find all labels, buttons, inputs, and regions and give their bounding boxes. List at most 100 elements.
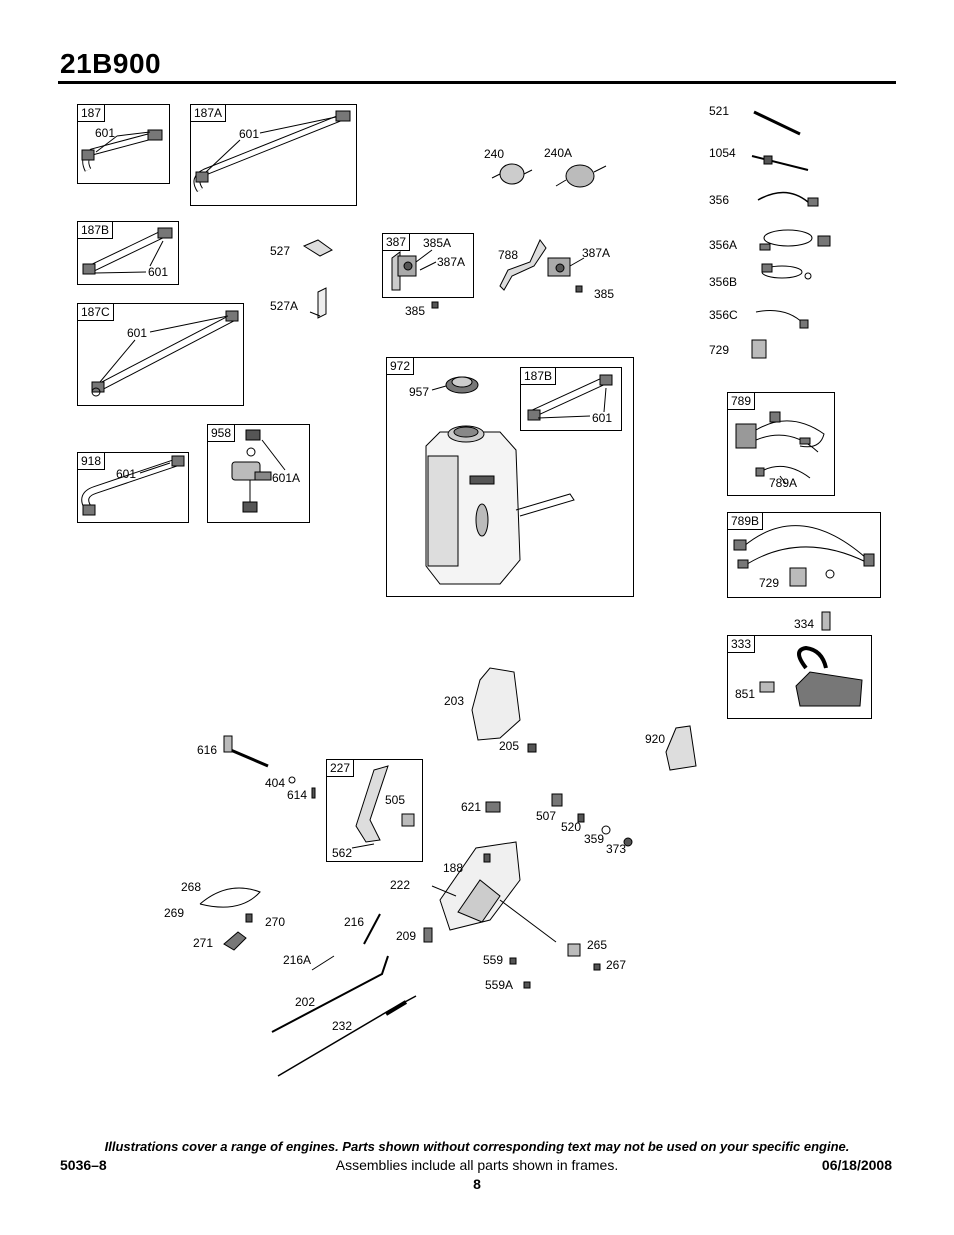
label-387a: 387A	[582, 246, 611, 260]
wire-parts-drawing	[751, 110, 831, 359]
frame-label: 187B	[521, 368, 557, 385]
document-number: 5036–8	[60, 1157, 107, 1173]
hose-187c-drawing	[91, 310, 239, 397]
label-404: 404	[265, 776, 286, 790]
title-divider	[58, 81, 896, 84]
frame-972: 972	[386, 357, 634, 597]
document-date: 06/18/2008	[821, 1157, 892, 1173]
governor-assembly-drawing	[199, 667, 697, 1077]
frame-187a: 187A	[190, 104, 357, 206]
label-562: 562	[332, 846, 353, 860]
label-851: 851	[735, 687, 756, 701]
label-505: 505	[385, 793, 406, 807]
frame-label: 789	[728, 393, 756, 410]
label-601: 601	[95, 126, 116, 140]
ignition-coil-333-drawing	[759, 611, 863, 707]
label-559: 559	[483, 953, 504, 967]
label-621: 621	[461, 800, 482, 814]
label-601: 601	[148, 265, 169, 279]
label-521: 521	[709, 104, 730, 118]
clip-527-drawing	[302, 239, 333, 319]
frame-333: 333	[727, 635, 872, 719]
harness-789-drawing	[735, 411, 825, 485]
footer-disclaimer: Illustrations cover a range of engines. …	[104, 1139, 850, 1154]
label-373: 373	[606, 842, 627, 856]
label-203: 203	[444, 694, 465, 708]
label-222: 222	[390, 878, 411, 892]
label-334: 334	[794, 617, 815, 631]
label-601: 601	[592, 411, 613, 425]
frame-label: 333	[728, 636, 756, 653]
label-729: 729	[759, 576, 780, 590]
label-920: 920	[645, 732, 666, 746]
fuel-filter-240-drawing	[491, 163, 607, 188]
footer-assemblies-note: Assemblies include all parts shown in fr…	[335, 1157, 619, 1173]
label-788: 788	[498, 248, 519, 262]
frame-label: 187C	[78, 304, 114, 321]
label-359: 359	[584, 832, 605, 846]
frame-label: 918	[78, 453, 106, 470]
hose-187a-drawing	[193, 110, 351, 192]
label-240a: 240A	[544, 146, 573, 160]
frame-187b: 187B	[77, 221, 179, 285]
label-268: 268	[181, 880, 202, 894]
label-188: 188	[443, 861, 464, 875]
frame-label: 227	[327, 760, 355, 777]
label-270: 270	[265, 915, 286, 929]
frame-789b: 789B	[727, 512, 881, 598]
label-601: 601	[239, 127, 260, 141]
label-601: 601	[127, 326, 148, 340]
page-title: 21B900	[60, 48, 162, 79]
fuel-tank-972-drawing	[425, 376, 575, 585]
hose-187-drawing	[81, 129, 163, 172]
label-527a: 527A	[270, 299, 299, 313]
label-616: 616	[197, 743, 218, 757]
harness-789b-drawing	[733, 525, 875, 587]
label-387a: 387A	[437, 255, 466, 269]
frame-label: 187A	[191, 105, 227, 122]
label-232: 232	[332, 1019, 353, 1033]
frame-227: 227	[326, 759, 423, 862]
carb-part-387-drawing	[391, 249, 437, 291]
frame-label: 187B	[78, 222, 114, 239]
label-356b: 356B	[709, 275, 738, 289]
label-957: 957	[409, 385, 430, 399]
label-729: 729	[709, 343, 730, 357]
frame-918: 918	[77, 452, 189, 523]
frame-387: 387	[382, 233, 474, 298]
frame-label: 789B	[728, 513, 764, 530]
label-507: 507	[536, 809, 557, 823]
label-271: 271	[193, 936, 214, 950]
label-356: 356	[709, 193, 730, 207]
label-240: 240	[484, 147, 505, 161]
frame-label: 387	[383, 234, 411, 251]
fuel-shutoff-958-drawing	[231, 429, 286, 513]
frame-187c: 187C	[77, 303, 244, 406]
hose-918-drawing	[81, 455, 185, 516]
label-1054: 1054	[709, 146, 736, 160]
label-385: 385	[594, 287, 615, 301]
label-614: 614	[287, 788, 308, 802]
frame-label: 958	[208, 425, 236, 442]
label-267: 267	[606, 958, 627, 972]
label-601: 601	[116, 467, 137, 481]
label-385: 385	[405, 304, 426, 318]
label-209: 209	[396, 929, 417, 943]
bracket-788-drawing	[431, 239, 585, 309]
frame-label: 972	[387, 358, 415, 375]
page-number: 8	[473, 1176, 481, 1192]
hose-187b-drawing	[82, 227, 173, 275]
frame-label: 187	[78, 105, 106, 122]
label-527: 527	[270, 244, 291, 258]
label-269: 269	[164, 906, 185, 920]
label-356a: 356A	[709, 238, 738, 252]
label-216: 216	[344, 915, 365, 929]
frame-789: 789	[727, 392, 835, 496]
label-601a: 601A	[272, 471, 301, 485]
label-265: 265	[587, 938, 608, 952]
label-202: 202	[295, 995, 316, 1009]
label-205: 205	[499, 739, 520, 753]
label-559a: 559A	[485, 978, 514, 992]
label-385a: 385A	[423, 236, 452, 250]
